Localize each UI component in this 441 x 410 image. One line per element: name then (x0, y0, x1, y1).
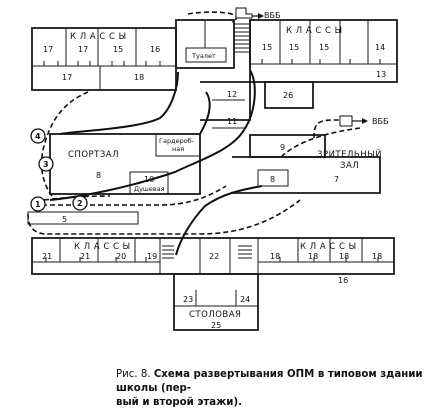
room-16-a: 16 (150, 45, 160, 54)
room-17-b: 17 (78, 45, 88, 54)
room-22: 22 (209, 252, 219, 261)
svg-text:2: 2 (77, 199, 83, 208)
zritelny-label-1: ЗРИТЕЛЬНЫЙ (317, 148, 382, 160)
caption-title-cont: вый и второй этажи). (116, 397, 242, 408)
caption-title: Схема развертывания ОПМ в типовом здании… (116, 369, 423, 394)
figure-caption: Рис. 8. Схема развертывания ОПМ в типово… (116, 368, 436, 410)
toilet-label: Туалет (191, 52, 216, 60)
room-15-a: 15 (113, 45, 123, 54)
floor-plan: К Л А С С Ы 17 17 15 16 17 18 Туалет К Л… (27, 7, 398, 331)
vvb-right-label: ВББ (372, 117, 388, 126)
room-18-d: 18 (339, 252, 349, 261)
room-15-c: 15 (289, 43, 299, 52)
room-17-c: 17 (62, 73, 72, 82)
room-8-b: 8 (270, 175, 275, 184)
room-21-a: 21 (42, 252, 52, 261)
central-hall-block (200, 81, 326, 158)
marker-1: 1 (30, 196, 46, 212)
toilet-block (175, 19, 251, 69)
room-9: 9 (280, 143, 285, 152)
marker-2: 2 (72, 195, 88, 211)
room-13: 13 (376, 70, 386, 79)
room-7: 7 (334, 175, 339, 184)
room-17-a: 17 (43, 45, 53, 54)
room-18-e: 18 (372, 252, 382, 261)
stolovaya-label: СТОЛОВАЯ (189, 310, 241, 320)
top-right-classrooms (249, 19, 398, 83)
room-19: 19 (147, 252, 157, 261)
marker-3: 3 (38, 156, 54, 172)
caption-prefix: Рис. 8. (116, 369, 151, 380)
klassy-top-left: К Л А С С Ы (70, 32, 127, 42)
room-11: 11 (227, 117, 237, 126)
room-20: 20 (116, 252, 126, 261)
room-24: 24 (240, 295, 250, 304)
garderob-label-2: ная (172, 145, 184, 153)
evacuation-routes (27, 7, 368, 256)
svg-text:3: 3 (43, 160, 49, 169)
room-25: 25 (211, 321, 221, 330)
room-15-b: 15 (262, 43, 272, 52)
canteen (173, 273, 259, 331)
svg-text:1: 1 (35, 200, 41, 209)
vvb-top-label: ВББ (264, 11, 280, 20)
svg-text:4: 4 (35, 132, 41, 141)
klassy-bottom-left: К Л А С С Ы (74, 242, 131, 252)
zritelny-label-2: ЗАЛ (340, 161, 359, 171)
sportzal-label: СПОРТЗАЛ (68, 150, 119, 160)
room-5: 5 (62, 215, 67, 224)
room-23: 23 (183, 295, 193, 304)
klassy-top-right: К Л А С С Ы (286, 26, 343, 36)
room-18-c: 18 (308, 252, 318, 261)
room-12: 12 (227, 90, 237, 99)
room-16-b: 16 (338, 276, 348, 285)
garderob-label-1: Гардероб- (159, 137, 195, 145)
auditorium (232, 156, 381, 194)
corridor-5 (27, 211, 139, 225)
room-26: 26 (283, 91, 293, 100)
room-18-b: 18 (270, 252, 280, 261)
room-14: 14 (375, 43, 385, 52)
klassy-bottom-right: К Л А С С Ы (300, 242, 357, 252)
room-21-b: 21 (80, 252, 90, 261)
room-15-d: 15 (319, 43, 329, 52)
room-18-a: 18 (134, 73, 144, 82)
room-8: 8 (96, 171, 101, 180)
dushevaya-label: Душевая (134, 185, 165, 193)
marker-4: 4 (30, 128, 46, 144)
